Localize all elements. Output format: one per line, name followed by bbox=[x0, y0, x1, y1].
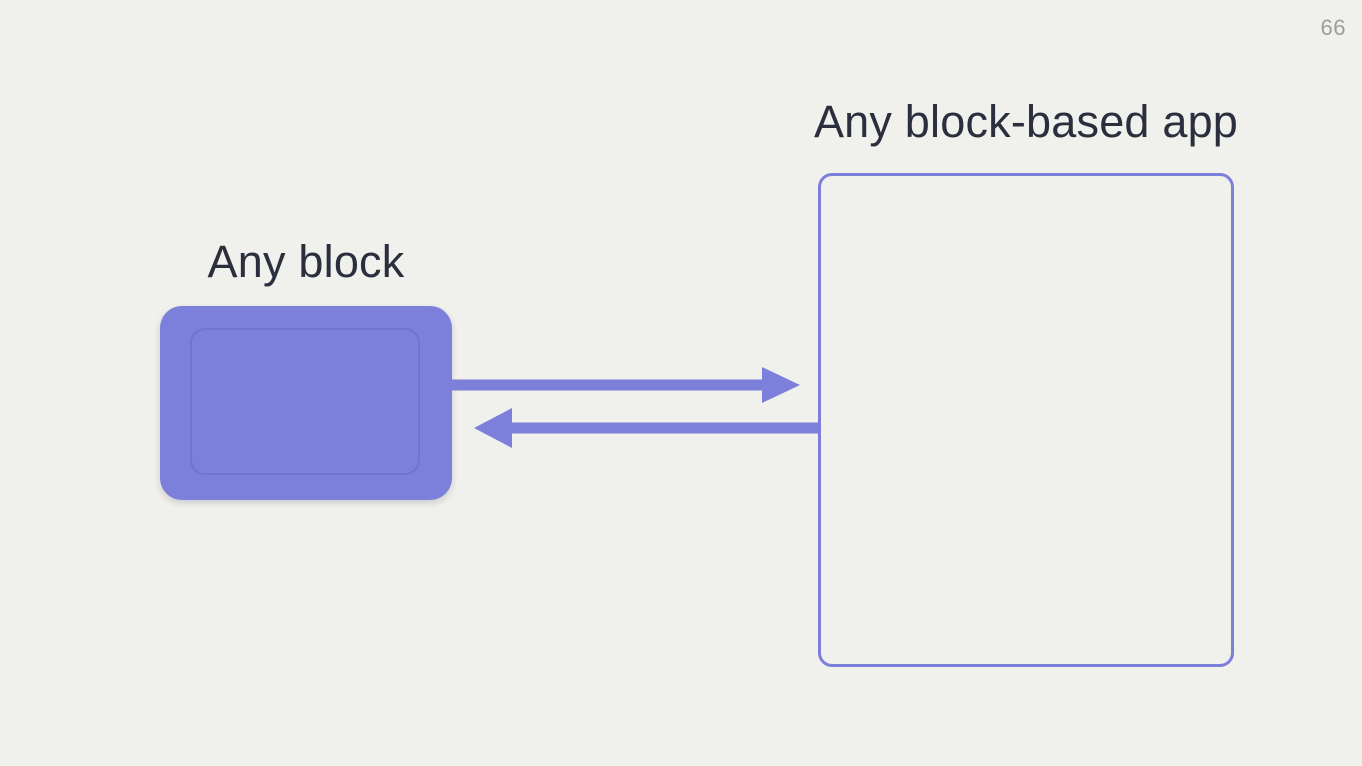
block-label: Any block bbox=[207, 236, 405, 287]
arrow-app-to-block-icon bbox=[474, 408, 818, 448]
app-outline-box bbox=[818, 173, 1234, 667]
arrows-graphic bbox=[452, 367, 818, 448]
block-shape bbox=[160, 306, 452, 500]
page-number: 66 bbox=[1320, 15, 1346, 40]
app-title-label: Any block-based app bbox=[813, 96, 1239, 147]
arrow-block-to-app-icon bbox=[452, 367, 800, 403]
block-inner-outline bbox=[190, 328, 420, 475]
